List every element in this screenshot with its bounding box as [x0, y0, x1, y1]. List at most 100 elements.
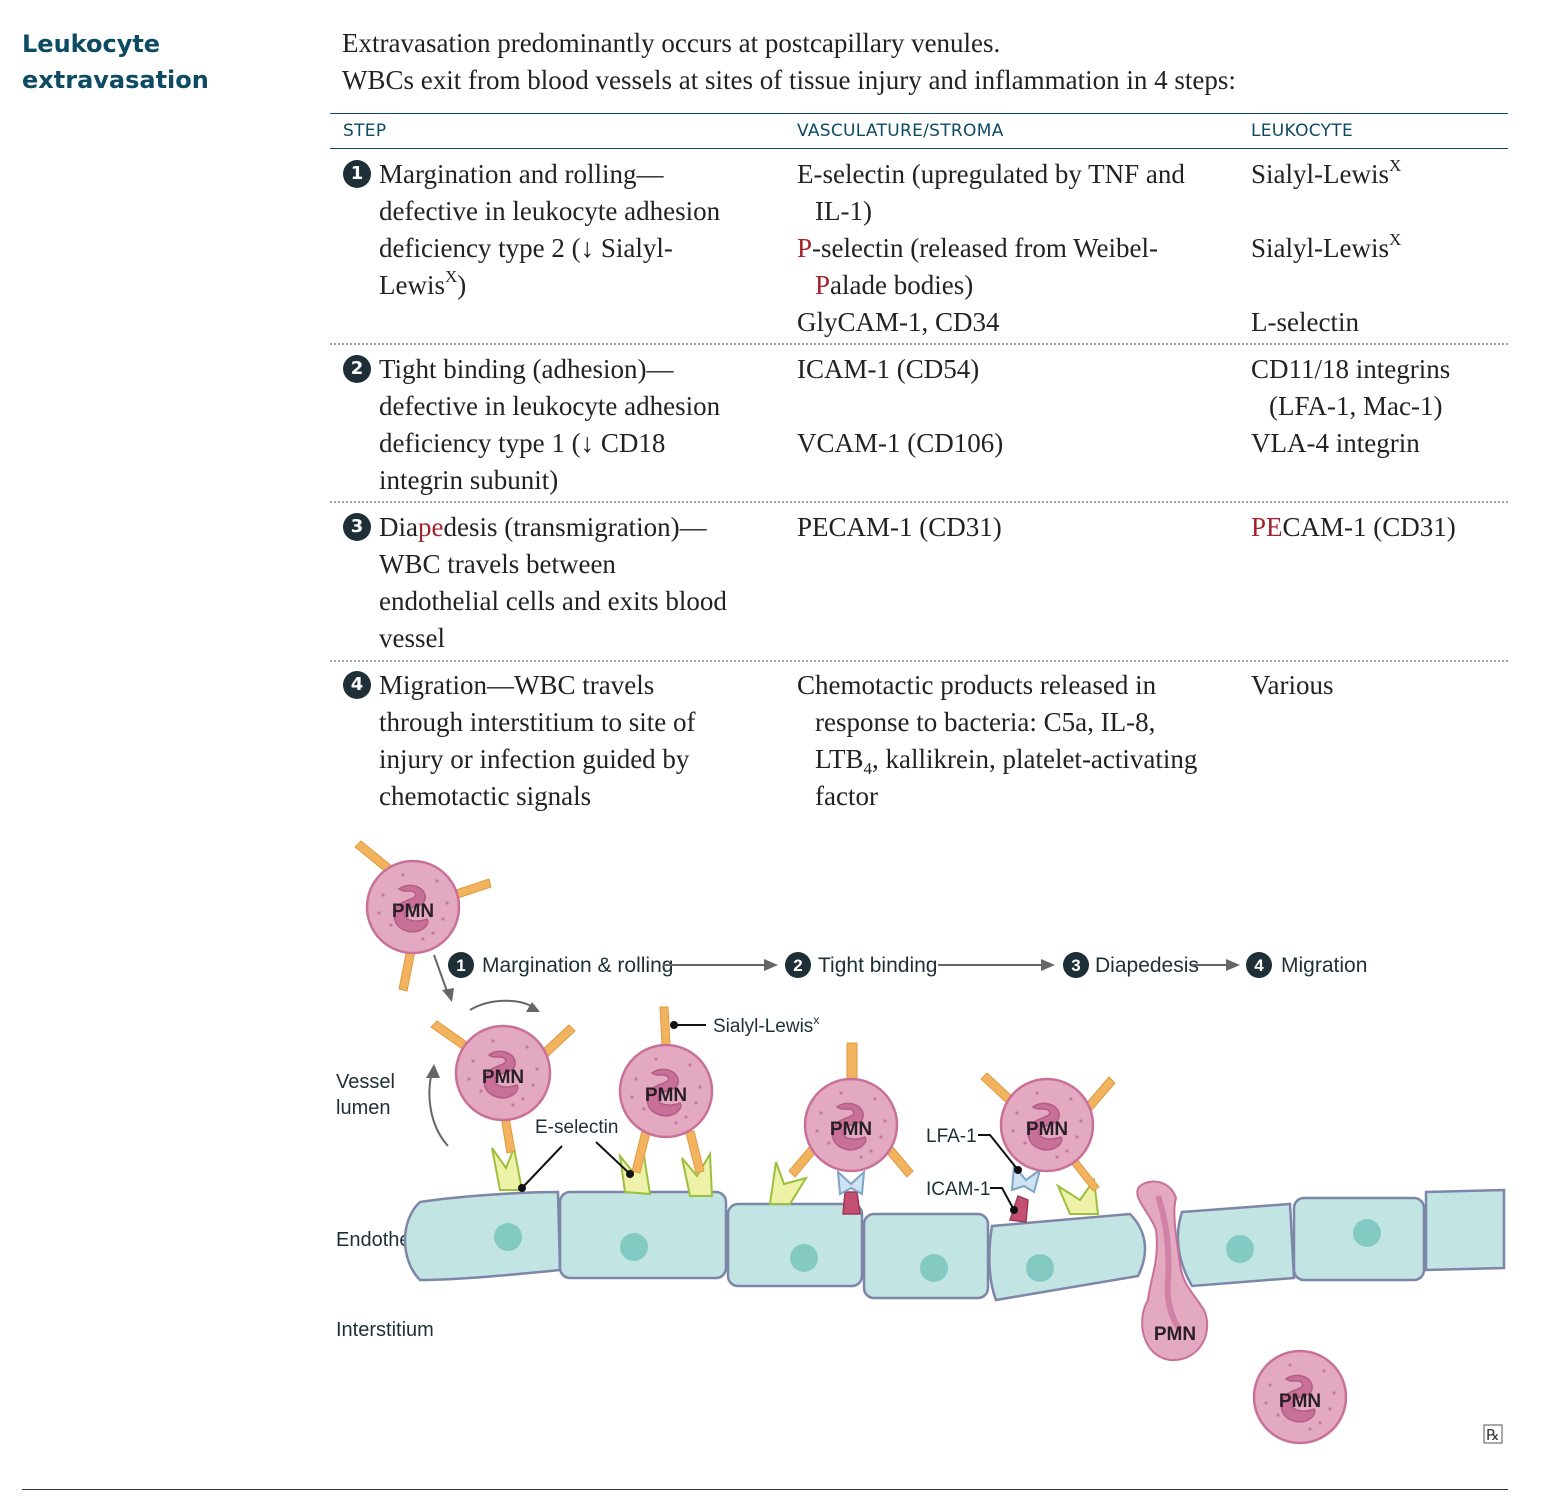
row-2-step-line: integrin subunit): [379, 465, 559, 495]
row-1-step-line: defective in leukocyte adhesion: [379, 196, 721, 226]
header-vasculature: VASCULATURE/STROMA: [797, 121, 1004, 141]
step-number-4: 4: [343, 671, 371, 699]
endothelial-cell: [1176, 1202, 1296, 1288]
row-3-step-line: Diapedesis (transmigration)—: [379, 509, 779, 546]
arrow-head-icon: [764, 959, 778, 971]
highlight-letter: P: [797, 233, 813, 263]
leuk-line: (LFA-1, Mac-1): [1269, 391, 1443, 421]
endothelium-label: Endothelium: [336, 1229, 447, 1251]
row-2-step-line: defective in leukocyte adhesion: [379, 391, 721, 421]
step-text: Dia: [379, 512, 418, 542]
row-1-step-sup: X: [444, 267, 458, 286]
row-1-step-line: deficiency type 2 (↓ Sialyl-: [379, 233, 673, 263]
leuk-text: CAM-1 (CD31): [1282, 512, 1456, 542]
pmn-cell-rolling: PMN: [430, 1020, 576, 1154]
endothelial-cell: [1292, 1196, 1426, 1282]
flow-step-4-number: 4: [1254, 956, 1264, 975]
arrow-head-icon: [442, 988, 454, 1002]
pmn-label: PMN: [482, 1067, 524, 1088]
step-text: desis (transmigration)—: [443, 512, 707, 542]
endothelial-cell: [403, 1190, 562, 1282]
lfa-1: [1010, 1163, 1042, 1194]
e-selectin-label: E-selectin: [535, 1117, 618, 1138]
pmn-cell-binding: PMN: [788, 1042, 914, 1178]
icam-1: [842, 1191, 861, 1215]
interstitium-label: Interstitium: [336, 1319, 434, 1341]
leuk-line: L-selectin: [1251, 307, 1359, 337]
row-divider: [330, 343, 1508, 345]
vessel-lumen-label: Vessel: [336, 1071, 395, 1093]
row-4-step-line: Migration—WBC travels: [379, 670, 655, 700]
receptor: [618, 1146, 652, 1196]
row-2-leukocyte: CD11/18 integrins (LFA-1, Mac-1) VLA-4 i…: [1251, 351, 1501, 462]
vasc-line: E-selectin (upregulated by TNF and: [797, 159, 1185, 189]
endothelial-cell: [558, 1190, 728, 1280]
icam-1-molecules: [842, 1191, 1029, 1223]
rx-logo: ℞: [1486, 1427, 1499, 1444]
section-title-line-2: extravasation: [22, 66, 209, 94]
leuk-line: VLA-4 integrin: [1251, 428, 1420, 458]
highlight-letters: pe: [417, 512, 444, 542]
spacer: [797, 388, 1237, 425]
leuk-line: Sialyl-LewisX: [1251, 156, 1501, 193]
row-4-leukocyte: Various: [1251, 670, 1334, 700]
pmn-cell-top: PMN: [354, 840, 492, 992]
leuk-sup: X: [1388, 230, 1402, 249]
vasc-text: LTB: [815, 744, 864, 774]
vasc-line: factor: [815, 781, 878, 811]
endothelial-cell: [1424, 1188, 1506, 1272]
endothelial-nuclei: [494, 1219, 1381, 1282]
vasc-line: VCAM-1 (CD106): [797, 428, 1004, 458]
vasc-sub: 4: [863, 759, 873, 778]
vasc-line: Chemotactic products released in: [797, 670, 1157, 700]
intro-line-1: Extravasation predominantly occurs at po…: [342, 28, 1001, 58]
lfa-1-label: LFA-1: [926, 1126, 977, 1147]
flow-step-1-number: 1: [456, 956, 465, 975]
spacer: [1251, 267, 1501, 304]
row-3-step-line: endothelial cells and exits blood: [379, 586, 727, 616]
endothelial-cell: [988, 1212, 1147, 1302]
arrow-head-icon: [1226, 959, 1240, 971]
icam-1: [1008, 1195, 1029, 1223]
intro-line-2: WBCs exit from blood vessels at sites of…: [342, 65, 1236, 95]
section-title-line-1: Leukocyte: [22, 30, 161, 58]
icam-1-label: ICAM-1: [926, 1179, 990, 1200]
flow-step-2-number: 2: [793, 956, 802, 975]
leader-lines: [521, 1024, 1019, 1211]
row-3-step-line: vessel: [379, 623, 445, 653]
vasc-line: P-selectin (released from Weibel-: [797, 230, 1237, 267]
arrow-head-icon: [426, 1064, 440, 1078]
pmn-label: PMN: [1154, 1324, 1196, 1345]
row-1-leukocyte: Sialyl-LewisX Sialyl-LewisX L-selectin: [1251, 156, 1501, 341]
vasc-line: GlyCAM-1, CD34: [797, 307, 1000, 337]
receptor: [491, 1144, 524, 1191]
section-title: Leukocyte extravasation: [22, 26, 209, 98]
pmn-label: PMN: [1026, 1119, 1068, 1140]
table-header-rule: [330, 148, 1508, 149]
return-arrow: [428, 1071, 449, 1147]
flow-step-3-number: 3: [1071, 956, 1080, 975]
lfa-1: [836, 1169, 866, 1196]
row-1-step-text: Lewis: [379, 270, 445, 300]
pmn-label: PMN: [1279, 1391, 1321, 1412]
step-number-2: 2: [343, 355, 371, 383]
row-4-vasculature: Chemotactic products released in respons…: [797, 667, 1237, 815]
arrow-heads: [426, 988, 540, 1078]
spacer: [1251, 193, 1501, 230]
roll-arrow: [469, 999, 535, 1011]
header-leukocyte: LEUKOCYTE: [1251, 121, 1354, 141]
endothelial-cell: [726, 1202, 864, 1288]
row-1-step-tail: ): [457, 270, 467, 300]
leuk-line: Sialyl-LewisX: [1251, 230, 1501, 267]
vasc-line: response to bacteria: C5a, IL-8,: [815, 707, 1156, 737]
vasc-text: , kallikrein, platelet-activating: [872, 744, 1198, 774]
row-2-step-line: deficiency type 1 (↓ CD18: [379, 428, 666, 458]
row-1-step-line: Margination and rolling—: [379, 159, 664, 189]
row-1-vasculature: E-selectin (upregulated by TNF and IL-1)…: [797, 156, 1237, 341]
vasc-line: Palade bodies): [797, 267, 1237, 304]
vasc-line: IL-1): [815, 196, 872, 226]
flow-step-1-badge: [448, 952, 474, 978]
pmn-label: PMN: [645, 1085, 687, 1106]
sialyl-lewis-text: Sialyl-Lewis: [713, 1016, 813, 1037]
flow-step-2-badge: [785, 952, 811, 978]
